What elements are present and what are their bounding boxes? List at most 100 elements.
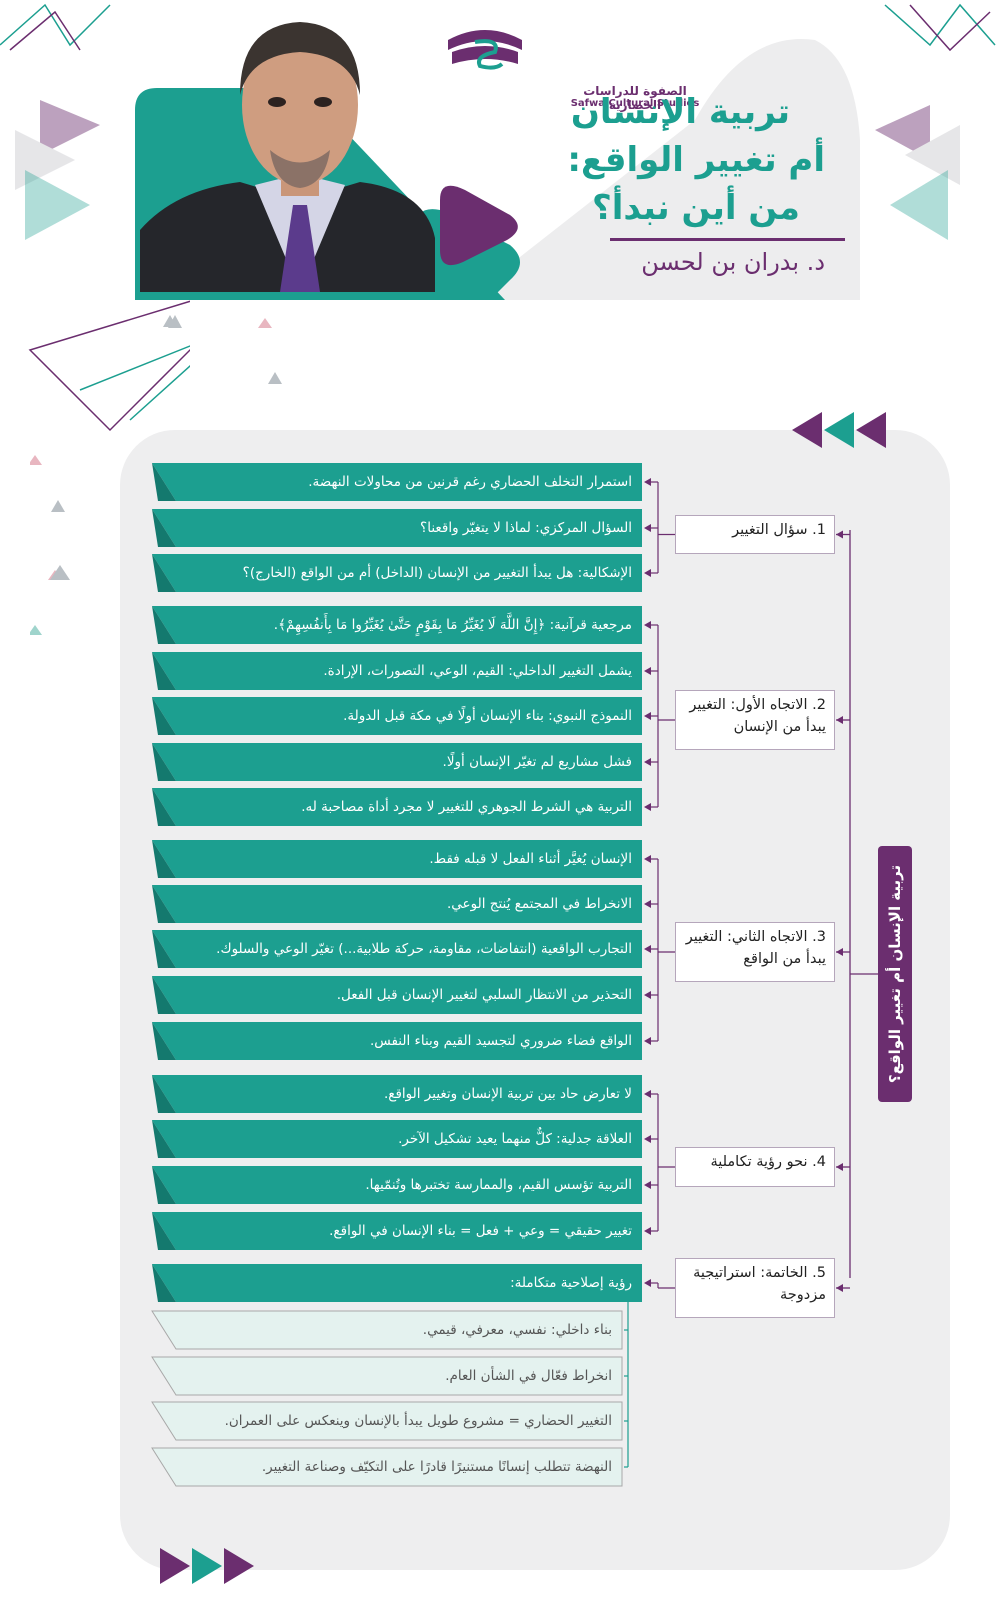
left-side-decoration [15, 100, 190, 580]
leaf-card: التربية تؤسس القيم، والممارسة تختبرها وت… [365, 1177, 632, 1193]
leaf-card-shape-flap [152, 1166, 176, 1204]
leaf-card: الواقع فضاء ضروري لتجسيد القيم وبناء الن… [369, 1033, 632, 1049]
connector-arrow [644, 1037, 651, 1045]
page-title-line-3: من أين نبدأ؟ [591, 188, 800, 228]
leaf-card-shape [152, 1212, 642, 1250]
connector-arrow [836, 1284, 843, 1292]
sub-leaf-card-shape [151, 1356, 623, 1396]
leaf-card: الإشكالية: هل يبدأ التغيير من الإنسان (ا… [242, 565, 632, 581]
corner-decoration-right [884, 3, 996, 52]
connector-arrow [644, 569, 651, 577]
leaf-card-shape [152, 1075, 642, 1113]
leaf-card-shape [152, 463, 642, 501]
sub-leaf-card: انخراط فعّال في الشأن العام. [445, 1368, 612, 1384]
leaf-card-shape-flap [152, 1120, 176, 1158]
connector-arrow [836, 948, 843, 956]
leaf-card-shape [152, 840, 642, 878]
leaf-card-shape [152, 554, 642, 592]
leaf-card: لا تعارض حاد بين تربية الإنسان وتغيير ال… [384, 1086, 632, 1102]
connector-arrow [644, 478, 651, 486]
leaf-card: يشمل التغيير الداخلي: القيم، الوعي، التص… [323, 663, 632, 679]
leaf-card-shape-flap [152, 885, 176, 923]
leaf-card-shape-flap [152, 652, 176, 690]
connector-arrow [644, 945, 651, 953]
leaf-card: التحذير من الانتظار السلبي لتغيير الإنسا… [336, 987, 632, 1003]
connector-arrow [644, 1227, 651, 1235]
right-side-decoration [875, 105, 960, 240]
leaf-card-shape [152, 885, 642, 923]
section-node-5: 5. الخاتمة: استراتيجية مزدوجة [675, 1258, 835, 1318]
connector-arrow [644, 621, 651, 629]
leaf-card-shape-flap [152, 1264, 176, 1302]
page-title-line-2: أم تغيير الواقع: [567, 140, 825, 180]
connector-arrow [644, 712, 651, 720]
section-node-3: 3. الاتجاه الثاني: التغيير يبدأ من الواق… [675, 922, 835, 982]
section-node-2: 2. الاتجاه الأول: التغيير يبدأ من الإنسا… [675, 690, 835, 750]
leaf-card-shape-flap [152, 788, 176, 826]
leaf-card-shape [152, 606, 642, 644]
connector-arrow [836, 716, 843, 724]
connector-arrow [836, 530, 843, 539]
connector-arrow [644, 1090, 651, 1098]
sub-leaf-card: التغيير الحضاري = مشروع طويل يبدأ بالإنس… [224, 1413, 612, 1429]
leaf-card-shape [152, 1022, 642, 1060]
leaf-card: فشل مشاريع لم تغيّر الإنسان أولًا. [442, 754, 632, 770]
leaf-card-shape [152, 1264, 642, 1302]
leaf-card-shape [152, 743, 642, 781]
leaf-card-shape-flap [152, 976, 176, 1014]
page-title-line-1: تربية الإنسان [570, 92, 790, 132]
leaf-card-shape-flap [152, 606, 176, 644]
connector-arrow [644, 667, 651, 675]
leaf-card: التجارب الواقعية (انتفاضات، مقاومة، حركة… [216, 941, 632, 957]
triple-arrow-right-icon [160, 1548, 254, 1584]
connector-arrow [644, 803, 651, 811]
root-node [878, 846, 912, 1102]
connector-arrow [644, 1181, 651, 1189]
sub-leaf-card: بناء داخلي: نفسي، معرفي، قيمي. [422, 1322, 612, 1338]
triple-arrow-left-icon [792, 412, 886, 448]
brand-name-arabic: الصفوة للدراسات الحضارية [583, 84, 687, 112]
leaf-card: الإنسان يُغيَّر أثناء الفعل لا قبله فقط. [429, 851, 632, 867]
leaf-card-shape [152, 788, 642, 826]
header-banner: الصفوة للدراسات الحضارية Safwa Cultural … [135, 0, 885, 300]
leaf-card: الانخراط في المجتمع يُنتج الوعي. [447, 896, 632, 912]
leaf-card-shape [152, 697, 642, 735]
section-node-4: 4. نحو رؤية تكاملية [675, 1147, 835, 1187]
leaf-card: النموذج النبوي: بناء الإنسان أولًا في مك… [343, 708, 632, 724]
leaf-card-shape [152, 976, 642, 1014]
leaf-card-shape [152, 930, 642, 968]
connector-arrow [644, 524, 651, 532]
sub-leaf-card-shape [151, 1447, 623, 1487]
leaf-card: تغيير حقيقي = وعي + فعل = بناء الإنسان ف… [329, 1223, 632, 1239]
brand-logo-icon [448, 30, 522, 70]
leaf-card-shape-flap [152, 1075, 176, 1113]
connector-arrow [836, 1163, 843, 1171]
root-node-label: تربية الإنسان أم تغيير الواقع؟ [886, 864, 904, 1084]
scatter-decoration [30, 315, 282, 635]
leaf-card-shape-flap [152, 743, 176, 781]
leaf-card: استمرار التخلف الحضاري رغم قرنين من محاو… [308, 474, 632, 490]
connector-arrow [644, 855, 651, 863]
connector-arrow [644, 991, 651, 999]
leaf-card-shape-flap [152, 463, 176, 501]
leaf-card: التربية هي الشرط الجوهري للتغيير لا مجرد… [301, 799, 632, 815]
section-node-1: 1. سؤال التغيير [675, 515, 835, 554]
leaf-card-shape [152, 509, 642, 547]
sub-leaf-card: النهضة تتطلب إنسانًا مستنيرًا قادرًا على… [261, 1459, 612, 1475]
leaf-card-shape-flap [152, 697, 176, 735]
connector-arrow [644, 900, 651, 908]
leaf-card: رؤية إصلاحية متكاملة: [510, 1275, 632, 1291]
connector-arrow [644, 758, 651, 766]
leaf-card: العلاقة جدلية: كلٌّ منهما يعيد تشكيل الآ… [398, 1131, 632, 1147]
leaf-card-shape [152, 652, 642, 690]
corner-decoration-left [0, 3, 111, 51]
leaf-card-shape-flap [152, 1022, 176, 1060]
leaf-card-shape-flap [152, 554, 176, 592]
leaf-card: السؤال المركزي: لماذا لا يتغيّر واقعنا؟ [420, 520, 632, 536]
connector-arrow [644, 1135, 651, 1143]
leaf-card-shape [152, 1166, 642, 1204]
sub-leaf-card-shape [151, 1401, 623, 1441]
leaf-card-shape [152, 1120, 642, 1158]
title-divider [610, 238, 845, 241]
